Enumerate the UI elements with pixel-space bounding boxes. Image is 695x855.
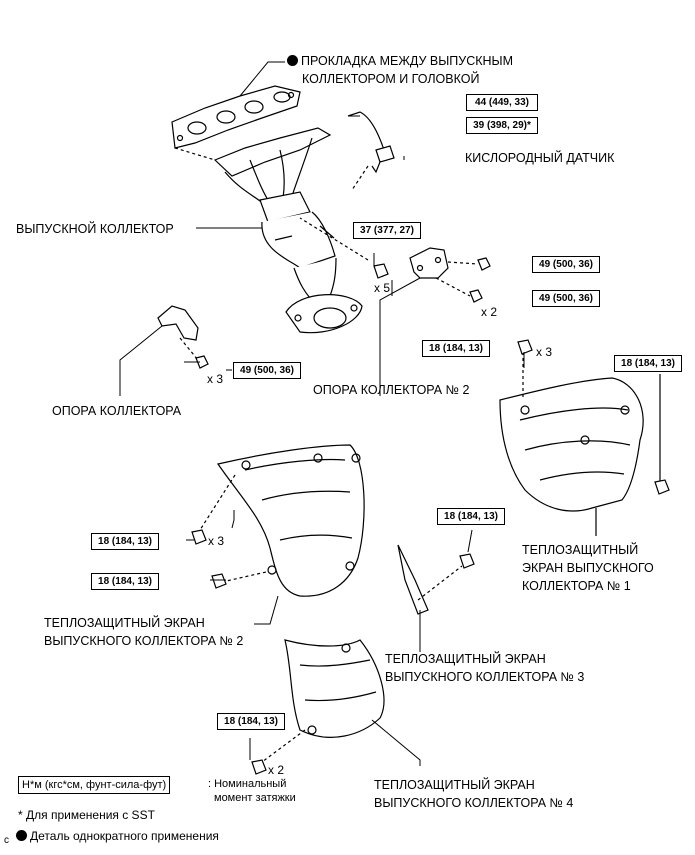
insulator-3-label-1: ТЕПЛОЗАЩИТНЫЙ ЭКРАН bbox=[385, 652, 546, 666]
insulator-3-label-2: ВЫПУСКНОГО КОЛЛЕКТОРА № 3 bbox=[385, 670, 585, 684]
exhaust-manifold-label: ВЫПУСКНОЙ КОЛЛЕКТОР bbox=[16, 222, 174, 236]
stay-count-x3: x 3 bbox=[207, 372, 224, 386]
insulator-1-label-3: КОЛЛЕКТОРА № 1 bbox=[522, 579, 631, 593]
o2-sensor-label: КИСЛОРОДНЫЙ ДАТЧИК bbox=[465, 151, 615, 165]
torque-unit-desc-1: : Номинальный bbox=[208, 778, 287, 790]
ins2-count-x3: x 3 bbox=[208, 534, 225, 548]
insulator-4-label-1: ТЕПЛОЗАЩИТНЫЙ ЭКРАН bbox=[374, 778, 535, 792]
torque-unit-desc-2: момент затяжки bbox=[214, 792, 296, 804]
gasket-label-line2: КОЛЛЕКТОРОМ И ГОЛОВКОЙ bbox=[302, 72, 480, 86]
manifold-stay-drawing bbox=[157, 305, 209, 369]
torque-stay2-upper: 49 (500, 36) bbox=[532, 256, 600, 273]
ins4-count-x2: x 2 bbox=[268, 763, 285, 777]
gasket-label: ПРОКЛАДКА МЕЖДУ ВЫПУСКНЫМ bbox=[287, 52, 513, 70]
manifold-stay-2-drawing bbox=[409, 247, 491, 303]
torque-stay2-lower: 49 (500, 36) bbox=[532, 290, 600, 307]
torque-ins2-bolt: 18 (184, 13) bbox=[91, 533, 159, 550]
torque-unit-legend: Н*м (кгс*см, фунт-сила-фут) bbox=[18, 776, 171, 794]
torque-stay: 49 (500, 36) bbox=[233, 362, 301, 379]
manifold-nut-drawing bbox=[299, 217, 389, 279]
insulator-1-label-1: ТЕПЛОЗАЩИТНЫЙ bbox=[522, 543, 639, 557]
sst-note: * Для применения с SST bbox=[18, 808, 155, 822]
torque-manifold-nut: 37 (377, 27) bbox=[353, 222, 421, 239]
stay2-count-x2: x 2 bbox=[481, 305, 498, 319]
corner-mark: c bbox=[4, 835, 9, 846]
insulator-2-label-2: ВЫПУСКНОГО КОЛЛЕКТОРА № 2 bbox=[44, 634, 244, 648]
heat-insulator-1-drawing bbox=[499, 339, 670, 536]
insulator-4-label-2: ВЫПУСКНОГО КОЛЛЕКТОРА № 4 bbox=[374, 796, 574, 810]
exhaust-manifold-drawing bbox=[213, 127, 363, 334]
gasket-drawing bbox=[171, 85, 301, 149]
heat-insulator-3-drawing bbox=[397, 544, 475, 615]
leader-lines bbox=[119, 61, 525, 766]
insulator-2-label-1: ТЕПЛОЗАЩИТНЫЙ ЭКРАН bbox=[44, 616, 205, 630]
torque-ins1-top: 18 (184, 13) bbox=[422, 340, 490, 357]
torque-ins1-right: 18 (184, 13) bbox=[614, 355, 682, 372]
heat-insulator-4-drawing bbox=[251, 639, 385, 775]
single-use-legend: Деталь однократного применения bbox=[16, 829, 219, 843]
torque-o2-a: 44 (449, 33) bbox=[466, 94, 538, 111]
single-use-legend-icon bbox=[16, 830, 27, 841]
single-use-icon bbox=[287, 55, 298, 66]
manifold-stay-2-label: ОПОРА КОЛЛЕКТОРА № 2 bbox=[313, 383, 470, 397]
heat-insulator-2-drawing bbox=[191, 444, 365, 597]
torque-o2-b: 39 (398, 29)* bbox=[466, 117, 538, 134]
ins1-count-x3: x 3 bbox=[536, 345, 553, 359]
torque-ins2-nut: 18 (184, 13) bbox=[91, 573, 159, 590]
manifold-stay-label: ОПОРА КОЛЛЕКТОРА bbox=[52, 404, 182, 418]
torque-ins3: 18 (184, 13) bbox=[437, 508, 505, 525]
o2-sensor-drawing bbox=[347, 111, 395, 191]
insulator-1-label-2: ЭКРАН ВЫПУСКНОГО bbox=[522, 561, 654, 575]
torque-ins4: 18 (184, 13) bbox=[217, 713, 285, 730]
nut-count-x5: x 5 bbox=[374, 281, 391, 295]
